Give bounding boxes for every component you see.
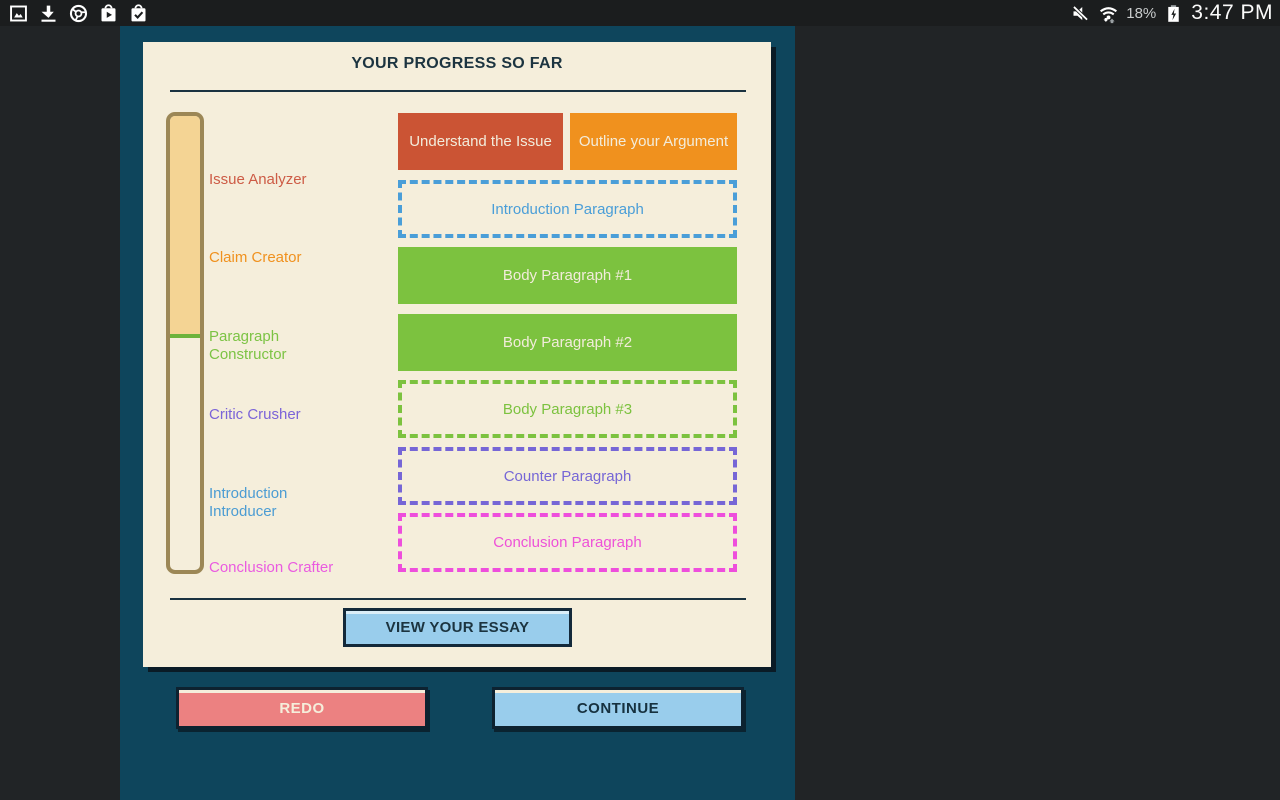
section-box-outline-your-argument: Outline your Argument (570, 113, 737, 170)
notification-icons (0, 3, 149, 24)
section-box-introduction-paragraph: Introduction Paragraph (398, 180, 737, 238)
screenshot-photo-icon (10, 5, 27, 21)
download-icon (41, 5, 56, 22)
progress-thermometer (166, 112, 204, 574)
progress-card: YOUR PROGRESS SO FAR Issue Analyzer Clai… (143, 42, 771, 667)
status-bar: 18% 3:47 PM (0, 0, 1280, 26)
tool-label-introduction-introducer: Introduction Introducer (209, 485, 288, 520)
play-store-icon (101, 3, 116, 21)
tool-label-critic-crusher: Critic Crusher (209, 406, 301, 423)
muted-speaker-icon (1072, 5, 1089, 21)
app-background-panel: YOUR PROGRESS SO FAR Issue Analyzer Clai… (120, 26, 795, 800)
redo-button[interactable]: REDO (176, 687, 428, 729)
tool-label-conclusion-crafter: Conclusion Crafter (209, 559, 334, 576)
wifi-arrows-icon (1100, 6, 1118, 23)
clock: 3:47 PM (1191, 1, 1273, 24)
view-your-essay-button[interactable]: VIEW YOUR ESSAY (343, 608, 572, 647)
battery-percent: 18% (1126, 4, 1157, 22)
purchases-bag-icon (131, 3, 146, 21)
divider-bottom (170, 598, 746, 600)
system-status-icons: 18% 3:47 PM (1070, 1, 1280, 25)
section-box-body-paragraph-3: Body Paragraph #3 (398, 380, 737, 438)
tool-label-claim-creator: Claim Creator (209, 249, 302, 266)
continue-button[interactable]: CONTINUE (492, 687, 744, 729)
chrome-icon (69, 4, 88, 22)
tool-label-paragraph-constructor: Paragraph Constructor (209, 328, 287, 363)
page-title: YOUR PROGRESS SO FAR (351, 55, 563, 72)
section-box-counter-paragraph: Counter Paragraph (398, 447, 737, 505)
section-box-body-paragraph-1: Body Paragraph #1 (398, 247, 737, 304)
divider-top (170, 90, 746, 92)
tool-label-issue-analyzer: Issue Analyzer (209, 171, 307, 188)
section-box-body-paragraph-2: Body Paragraph #2 (398, 314, 737, 371)
section-box-understand-the-issue: Understand the Issue (398, 113, 563, 170)
section-box-conclusion-paragraph: Conclusion Paragraph (398, 513, 737, 572)
progress-thermometer-fill (170, 116, 200, 338)
battery-charging-icon (1168, 4, 1180, 22)
